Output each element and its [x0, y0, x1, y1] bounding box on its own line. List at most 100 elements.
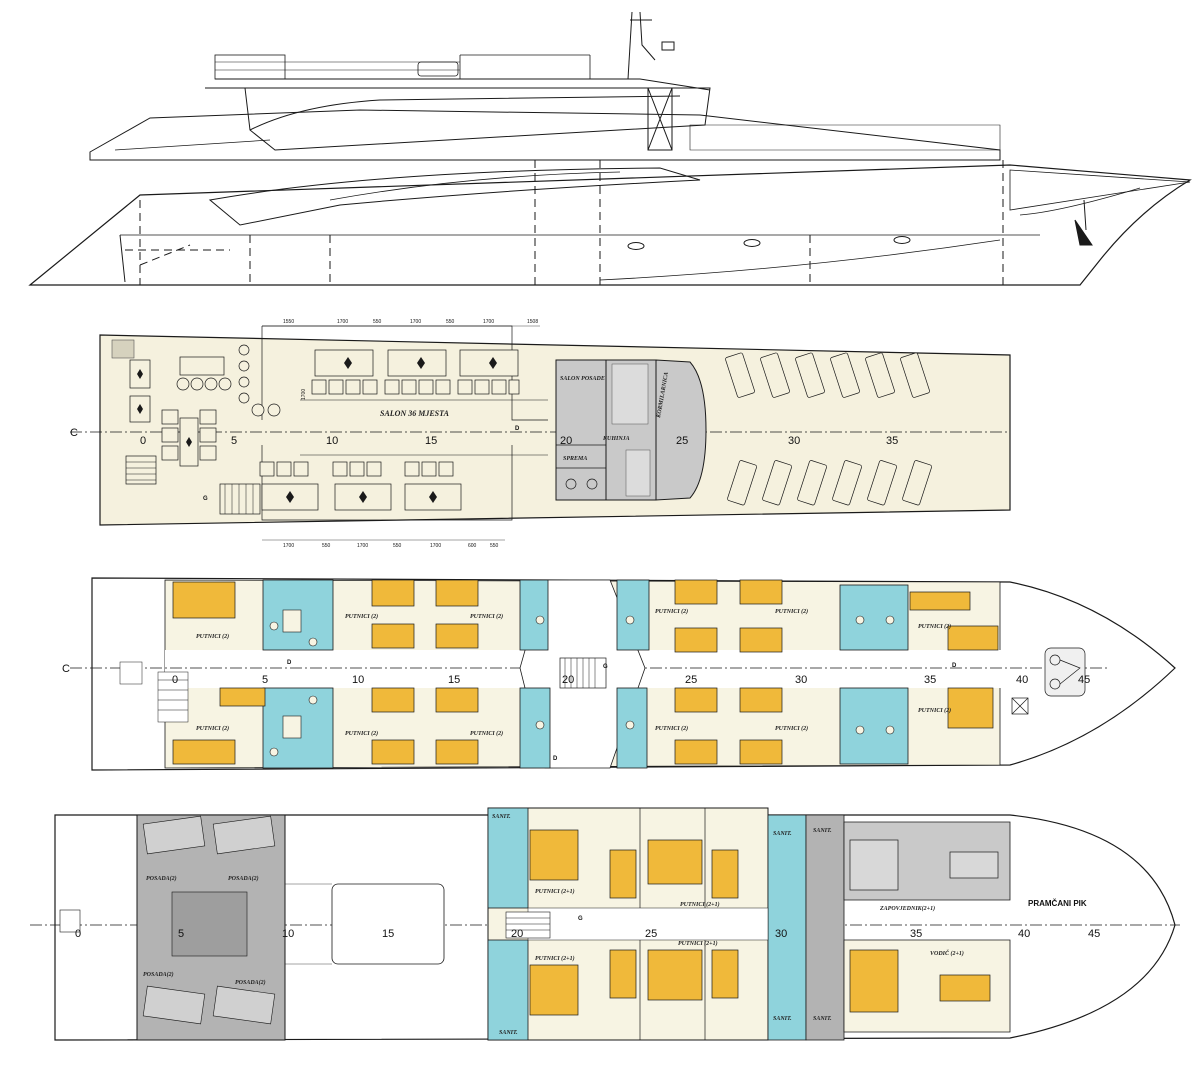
main-deck-plan: C	[62, 577, 1176, 771]
wc-fixtures	[269, 609, 895, 757]
frame-20: 20	[560, 435, 572, 447]
md-frame-20: 20	[562, 674, 574, 686]
maindeck-door-d-fwd: D	[952, 663, 957, 669]
cabin-label-top-bow: PUTNICI (2)	[918, 623, 951, 630]
dim-top-5: 550	[446, 319, 455, 325]
dim-bot-6: 600	[468, 543, 477, 549]
dim-bot-4: 550	[393, 543, 402, 549]
posada-label-4: POSADA(2)	[235, 979, 266, 986]
vodic-label: VODIČ (2+1)	[930, 949, 964, 957]
captain-beds	[849, 839, 999, 891]
dim-bot-7: 550	[490, 543, 499, 549]
kuhinja-label: KUHINJA	[602, 436, 630, 442]
sundeck-bottom-dimensions: 1700 550 1700 550 1700 600 550	[262, 539, 505, 549]
sanit-label-2: SANIT.	[499, 1030, 518, 1036]
cabin-label-top-mid-1: PUTNICI (2)	[345, 613, 378, 620]
lowerdeck-stair-g: G	[578, 916, 583, 922]
centerline-symbol: C	[70, 427, 78, 439]
maindeck-centerline-symbol: C	[62, 663, 70, 675]
anchor-icon	[1074, 199, 1093, 246]
maindeck-frame-numbers: 0 5 10 15 20 25 30 35 40 45	[172, 674, 1090, 686]
lowerdeck-labels: PUTNICI (2+1) PUTNICI (2+1) PUTNICI (2+1…	[492, 814, 1087, 1036]
sanit-label-3: SANIT.	[773, 831, 792, 837]
door-marker-d: D	[515, 426, 520, 432]
cabin-label-bot-aft: PUTNICI (2)	[196, 725, 229, 732]
frame-15: 15	[425, 435, 437, 447]
frame-35: 35	[886, 435, 898, 447]
md-frame-40: 40	[1016, 674, 1028, 686]
hull	[28, 164, 1192, 286]
md-frame-45: 45	[1078, 674, 1090, 686]
sun-loungers	[725, 352, 932, 506]
cabin-label-top-fwd-2: PUTNICI (2)	[775, 608, 808, 615]
maindeck-cabin-labels: PUTNICI (2) PUTNICI (2) PUTNICI (2) PUTN…	[196, 608, 951, 737]
lowerdeck-stairs	[506, 917, 550, 931]
zapovjednik-label: ZAPOVJEDNIK(2+1)	[879, 905, 935, 912]
ld-frame-30: 30	[775, 928, 787, 940]
ld-frame-10: 10	[282, 928, 294, 940]
dim-top-1: 1550	[283, 319, 294, 325]
maindeck-beds	[172, 579, 999, 765]
dim-bot-5: 1700	[430, 543, 441, 549]
dim-top-7: 1508	[527, 319, 538, 325]
maindeck-door-d: D	[287, 660, 292, 666]
ld-frame-20: 20	[511, 928, 523, 940]
salon-posade-label: SALON POSADE	[560, 376, 605, 382]
frame-30: 30	[788, 435, 800, 447]
md-frame-15: 15	[448, 674, 460, 686]
maindeck-stair-g: G	[603, 664, 608, 670]
main-superstructure	[89, 109, 1001, 161]
cabin-label-bot-fwd-1: PUTNICI (2)	[655, 725, 688, 732]
ld-frame-15: 15	[382, 928, 394, 940]
maindeck-door-d-bot: D	[553, 756, 558, 762]
upper-superstructure	[205, 87, 711, 151]
dim-side: 1700	[301, 389, 307, 400]
stair-treads-sundeck	[126, 461, 254, 514]
table-star-markers	[137, 357, 497, 503]
sanit-label-5: SANIT.	[773, 1016, 792, 1022]
dim-top-3: 550	[373, 319, 382, 325]
frame-25: 25	[676, 435, 688, 447]
md-frame-10: 10	[352, 674, 364, 686]
sundeck-top-dimensions: 1550 1700 550 1700 550 1700 1508	[262, 319, 540, 327]
sanit-label-4: SANIT.	[813, 828, 832, 834]
putnici-top-1: PUTNICI (2+1)	[535, 888, 575, 895]
sundeck-railing	[214, 54, 711, 91]
cabin-label-top-aft: PUTNICI (2)	[196, 633, 229, 640]
profile-bulkheads	[125, 160, 1004, 285]
cabin-label-bot-mid-1: PUTNICI (2)	[345, 730, 378, 737]
pramcani-pik-label: PRAMČANI PIK	[1028, 899, 1087, 908]
md-frame-30: 30	[795, 674, 807, 686]
dim-top-4: 1700	[410, 319, 421, 325]
cabin-label-top-mid-2: PUTNICI (2)	[470, 613, 503, 620]
sundeck-frame-numbers: 0 5 10 15 20 25 30 35	[140, 435, 898, 447]
ld-frame-5: 5	[178, 928, 184, 940]
lower-sanit-aft-top	[487, 807, 529, 909]
posada-label-3: POSADA(2)	[143, 971, 174, 978]
dim-bot-3: 1700	[357, 543, 368, 549]
ld-frame-0: 0	[75, 928, 81, 940]
cabin-label-bot-bow: PUTNICI (2)	[918, 707, 951, 714]
md-frame-35: 35	[924, 674, 936, 686]
md-frame-5: 5	[262, 674, 268, 686]
frame-0: 0	[140, 435, 146, 447]
aft-lounge-furniture	[125, 344, 281, 515]
sanit-label-6: SANIT.	[813, 1016, 832, 1022]
sun-deck-plan: C SALON 36 MJESTA G	[70, 319, 1011, 549]
ld-frame-45: 45	[1088, 928, 1100, 940]
lower-grey-mid	[805, 814, 845, 1041]
windlass-icon	[1011, 647, 1086, 715]
crew-bunks	[142, 815, 276, 1025]
service-block: SALON POSADE KUHINJA SPREMA KORMILARNICA	[555, 359, 707, 501]
lowerdeck-frame-numbers: 0 5 10 15 20 25 30 35 40 45	[75, 928, 1100, 940]
salon-tables-bottom	[259, 461, 462, 511]
sprema-label: SPREMA	[563, 456, 587, 462]
frame-5: 5	[231, 435, 237, 447]
crew-labels: POSADA(2) POSADA(2) POSADA(2) POSADA(2)	[143, 875, 266, 986]
putnici-bot-2: PUTNICI (2+1)	[678, 940, 718, 947]
dim-bot-1: 1700	[283, 543, 294, 549]
md-frame-0: 0	[172, 674, 178, 686]
mast	[627, 11, 675, 80]
ld-frame-25: 25	[645, 928, 657, 940]
dim-bot-2: 550	[322, 543, 331, 549]
